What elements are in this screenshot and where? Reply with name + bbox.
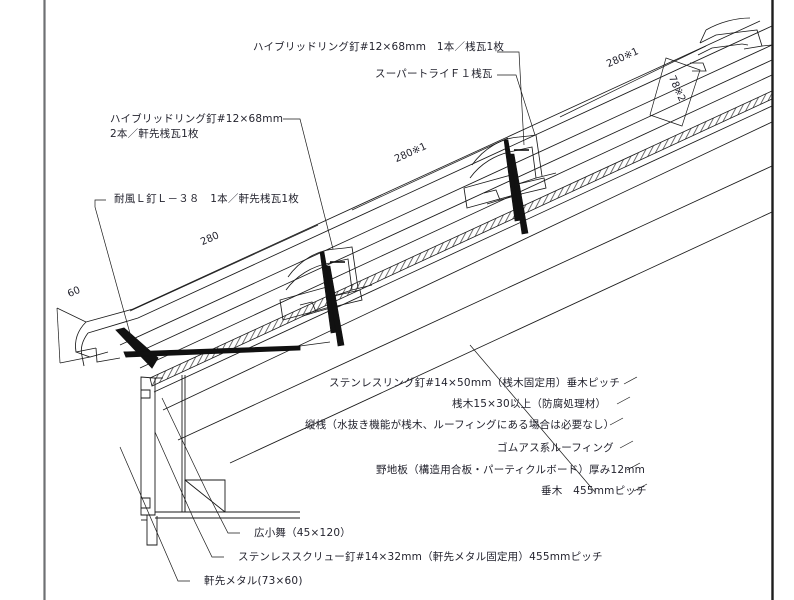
label-stainless-ring-nail: ステンレスリング釘#14×50mm（桟木固定用）垂木ピッチ [329, 377, 621, 389]
label-gomuasu-roofing: ゴムアス系ルーフィング [497, 442, 614, 454]
eave-structure [115, 327, 331, 546]
label-hybrid-nail-nokisaki-line2: 2本／軒先桟瓦1枚 [110, 128, 199, 140]
label-tatezan: 縦桟（水抜き機能が桟木、ルーフィングにある場合は必要なし） [305, 419, 615, 431]
dimension-lines [129, 45, 707, 312]
leader-tatezan [609, 417, 624, 426]
tatezan-line [139, 74, 773, 369]
leader-taifu-nail [94, 199, 132, 338]
leader-main-diagonal [469, 344, 596, 493]
leader-roofing [619, 440, 634, 449]
dim-280-upper [559, 45, 707, 118]
leader-hirokomai [161, 397, 240, 534]
label-nokisaki-metal: 軒先メタル(73×60) [204, 575, 303, 587]
label-nojiita: 野地板（構造用合板・パーティクルボード）厚み12mm [376, 464, 646, 476]
leader-lines [94, 51, 648, 582]
eave-metal-flange [123, 345, 301, 358]
label-hybrid-nail-sangawara: ハイブリッドリング釘#12×68mm 1本／桟瓦1枚 [253, 41, 505, 53]
label-taruki: 垂木 455mmピッチ [541, 485, 647, 497]
hirokomai [140, 376, 156, 516]
taruki-bottom [177, 165, 773, 441]
label-stainless-screw-nail: ステンレススクリュー釘#14×32mm（軒先メタル固定用）455mmピッチ [238, 551, 603, 563]
dim-280-lower [129, 224, 319, 312]
tile-top-surface-2 [87, 25, 773, 334]
tile-top-surface [85, 20, 761, 323]
leader-taruki [633, 483, 648, 492]
tile-lower-face [129, 59, 773, 357]
leader-nokisaki-metal [119, 446, 190, 582]
leader-hybrid-nokisaki [283, 118, 334, 250]
leader-super-try [497, 74, 536, 136]
roofing-band [149, 90, 773, 387]
tile-underside [119, 44, 773, 346]
nail-upper-tile [503, 139, 529, 235]
rafter-lower-face [229, 211, 773, 464]
label-hirokomai: 広小舞（45×120） [254, 527, 351, 539]
label-sangi: 桟木15×30以上（防腐処理材） [452, 398, 607, 410]
roof-assembly [85, 20, 773, 464]
leader-hybrid-sangawara [497, 51, 525, 146]
nojiita-lower [162, 121, 773, 411]
eave-nose [56, 307, 121, 367]
leader-nojiita [626, 462, 641, 471]
leader-stainless-screw [154, 431, 224, 558]
label-taifu-l-nail: 耐風Ｌ釘Ｌ－３８ 1本／軒先桟瓦1枚 [114, 193, 299, 205]
nokisaki-metal [115, 327, 159, 369]
nail-lower-tile [319, 251, 345, 347]
leader-sangi [616, 396, 631, 405]
dim-280-mid [351, 137, 509, 211]
dim-78-box [649, 57, 701, 127]
leader-stainless-ring [623, 376, 638, 385]
nojiita-upper [153, 105, 773, 393]
label-hybrid-nail-nokisaki-line1: ハイブリッドリング釘#12×68mm [110, 113, 284, 125]
label-super-try-f1: スーパートライＦ１桟瓦 [375, 68, 493, 80]
ridge-end-tile [690, 17, 773, 72]
page-frame [43, 0, 774, 600]
